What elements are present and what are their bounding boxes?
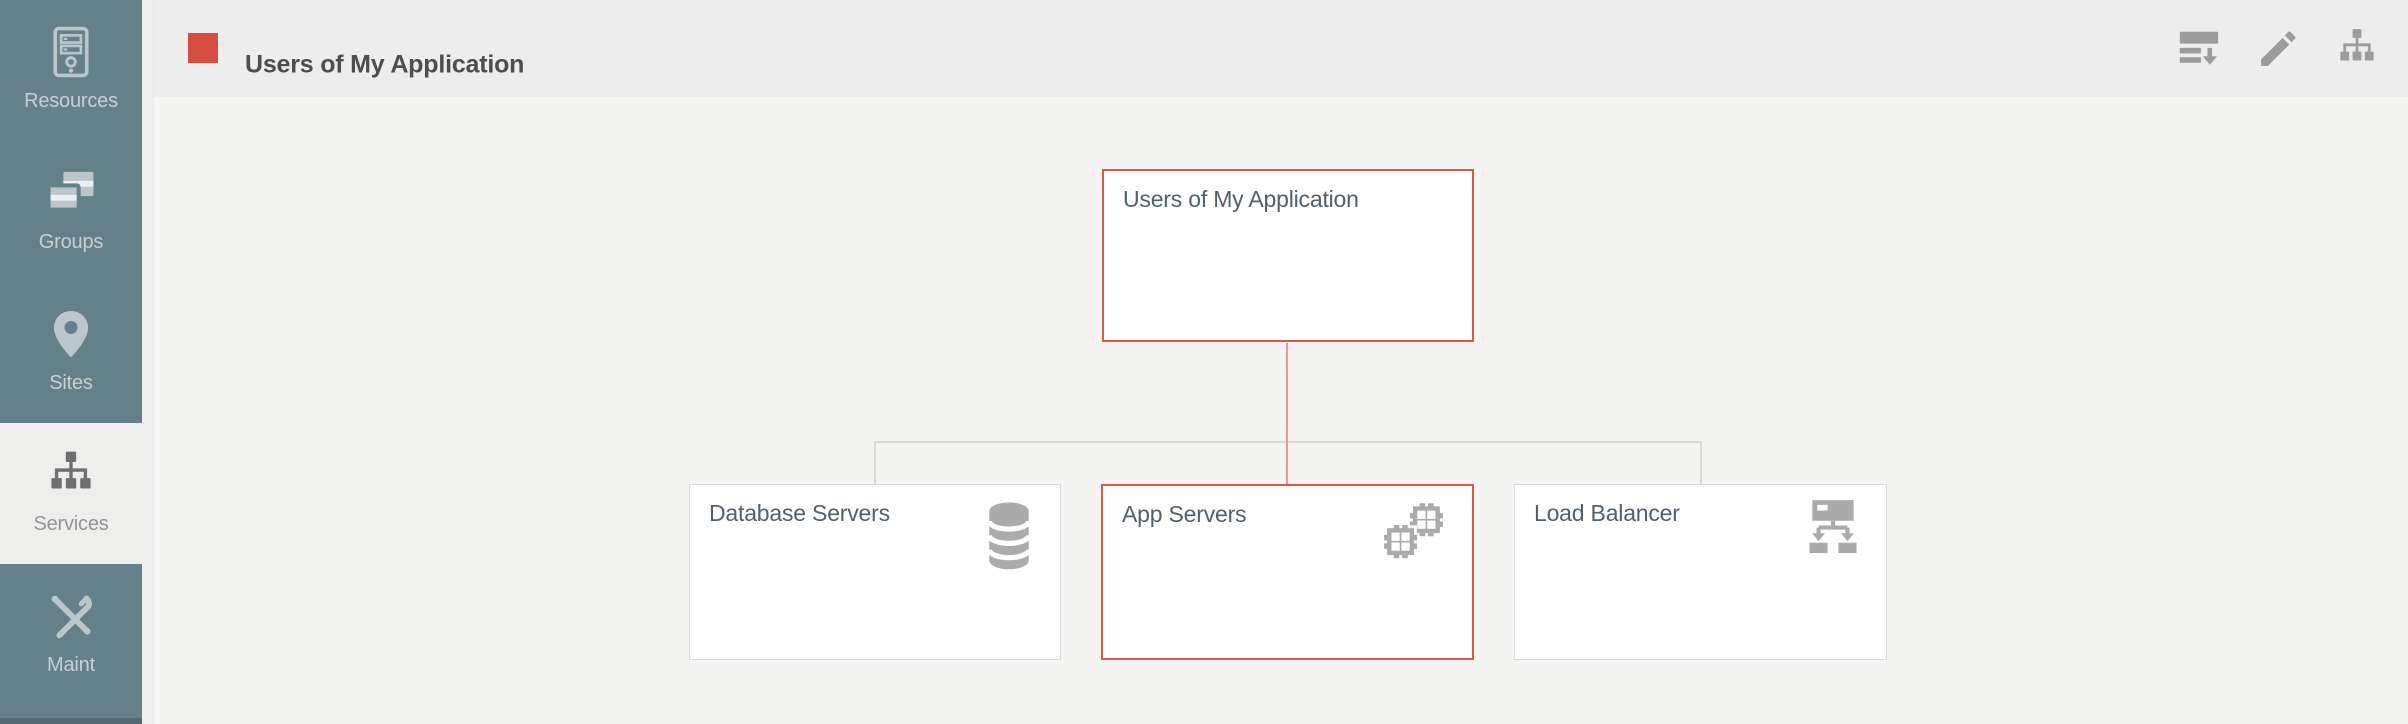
sidebar-next-item-edge [0,718,142,724]
node-label: App Servers [1122,501,1247,527]
service-tree-icon [44,448,98,502]
tree-node-root[interactable]: Users of My Application [1102,169,1474,342]
vertical-scrollbar-track[interactable] [142,0,154,724]
sidebar-item-label: Maint [47,654,95,676]
sidebar-item-services[interactable]: Services [0,423,142,564]
hierarchy-icon[interactable] [2334,26,2380,72]
status-square [188,33,218,63]
server-group-icon [44,166,98,220]
node-label: Database Servers [709,500,890,526]
sidebar-item-label: Services [33,513,109,535]
sidebar-item-label: Sites [49,372,93,394]
connector-drop-loadbalancer [1700,441,1702,484]
node-label: Users of My Application [1123,186,1359,212]
child-bus-connector [874,441,1702,443]
tree-node-app-servers[interactable]: App Servers [1101,484,1474,660]
server-tower-icon [44,25,98,79]
app-modules-icon [1382,503,1446,565]
header-toolbar [2176,0,2380,97]
pencil-icon[interactable] [2255,26,2301,72]
database-icon [979,499,1039,573]
service-map-canvas: Users of My Application Database Servers… [154,97,2408,724]
load-balancer-icon [1802,497,1864,557]
tree-node-load-balancer[interactable]: Load Balancer [1514,484,1887,660]
page-header: Users of My Application [154,0,2408,98]
tools-icon [44,589,98,643]
sidebar-item-sites[interactable]: Sites [0,282,142,423]
tree-node-database-servers[interactable]: Database Servers [689,484,1061,660]
page-title: Users of My Application [245,50,525,79]
node-label: Load Balancer [1534,500,1680,526]
sidebar-item-groups[interactable]: Groups [0,141,142,282]
map-pin-icon [44,307,98,361]
sidebar: Resources Groups Sites [0,0,142,724]
sidebar-item-maint[interactable]: Maint [0,564,142,705]
connector-root-to-appservers [1286,343,1288,484]
collapse-list-icon[interactable] [2176,26,2222,72]
sidebar-item-resources[interactable]: Resources [0,0,142,141]
sidebar-item-label: Groups [38,231,104,253]
connector-drop-database [874,441,876,484]
sidebar-item-label: Resources [24,90,118,112]
